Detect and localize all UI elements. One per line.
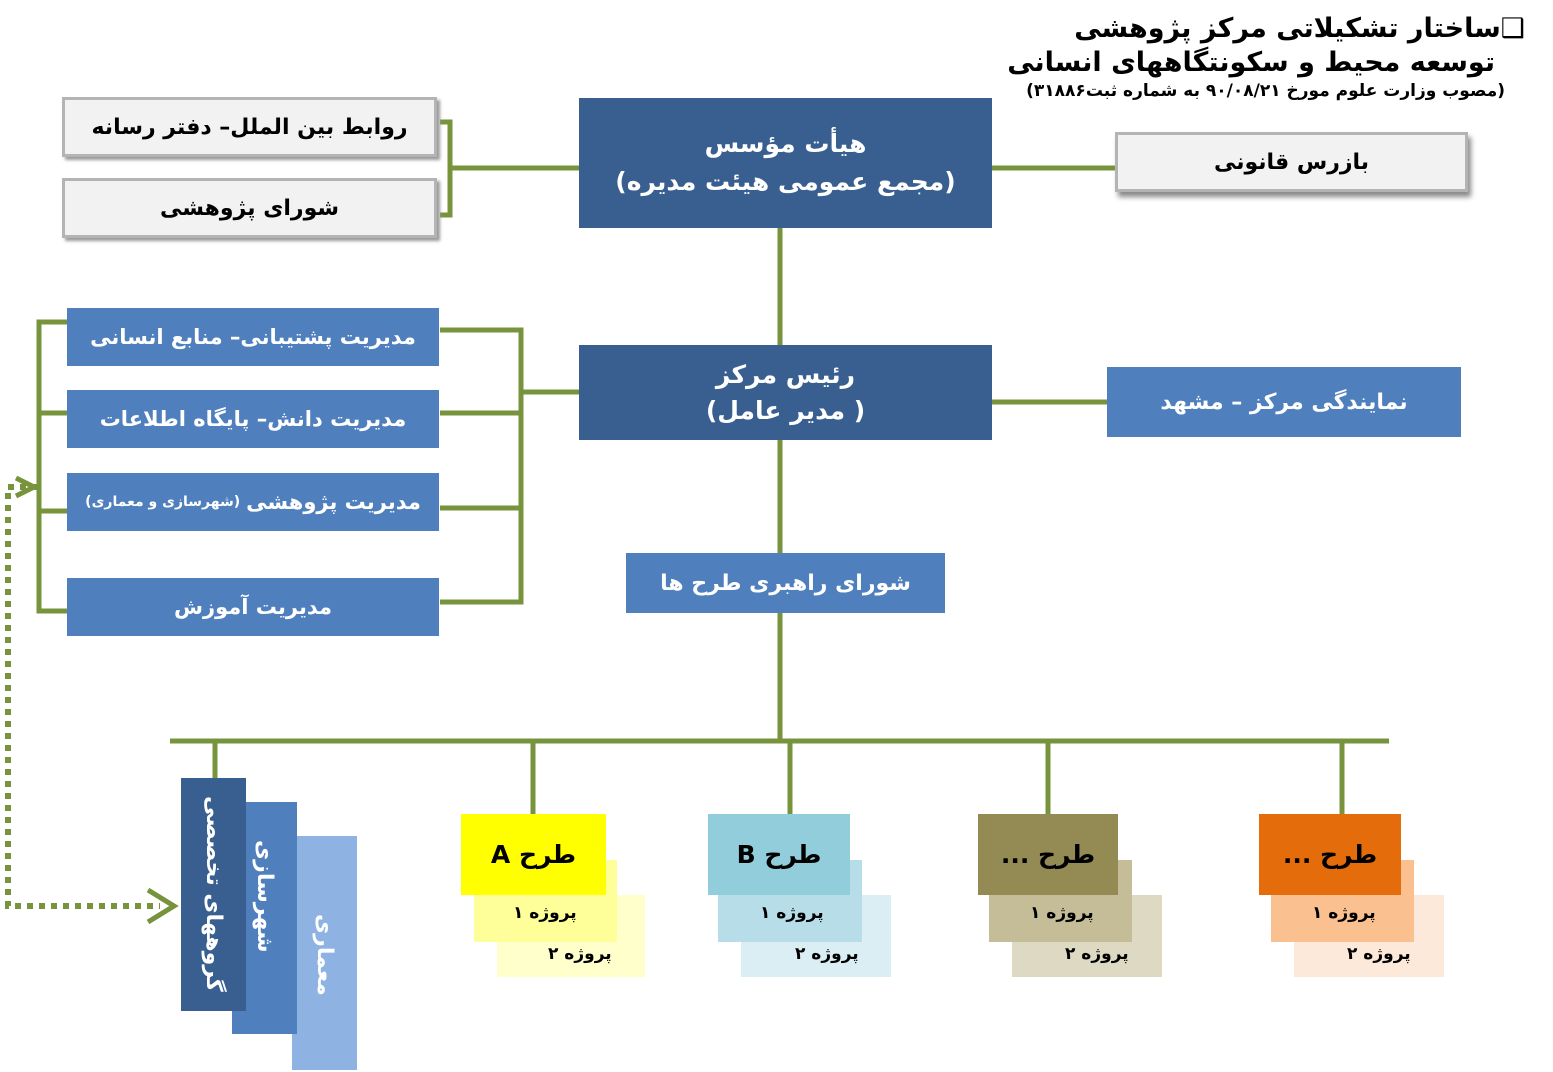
plan-a-project-2-label: پروژه ۲	[548, 944, 612, 964]
knowledge-management-box: مدیریت دانش– پایگاه اطلاعات	[67, 390, 439, 448]
steering-council-box: شورای راهبری طرح ها	[626, 553, 945, 613]
left-top-bracket	[440, 119, 453, 218]
architecture-group-label: معماری	[312, 914, 337, 996]
title-line-1: ساختار تشکیلاتی مرکز پژوهشی	[1074, 13, 1501, 44]
plan-c-label: طرح ...	[1000, 840, 1096, 869]
research-management-sub: (شهرسازی و معماری)	[85, 494, 241, 510]
support-management-box: مدیریت پشتیبانی– منابع انسانی	[67, 308, 439, 366]
education-management-box: مدیریت آموزش	[67, 578, 439, 636]
research-management-box: مدیریت پژوهشی (شهرسازی و معماری)	[67, 473, 439, 531]
plan-a-project-1-label: پروژه ۱	[513, 903, 577, 923]
arrow-head-top	[14, 475, 40, 499]
research-council-label: شورای پژوهشی	[160, 195, 339, 221]
plan-b-project-2-label: پروژه ۲	[795, 944, 859, 964]
education-management-label: مدیریت آموزش	[174, 595, 332, 619]
specialized-groups-label: گروههای تخصصی	[201, 796, 226, 992]
center-director-box: رئیس مرکز ( مدیر عامل)	[579, 345, 992, 440]
relations-media-label: روابط بین الملل– دفتر رسانه	[91, 114, 408, 140]
relations-media-box: روابط بین الملل– دفتر رسانه	[62, 97, 437, 157]
legal-inspector-box: بازرس قانونی	[1115, 132, 1468, 192]
plan-d-project-1-label: پروژه ۱	[1312, 903, 1376, 923]
title-line-2: توسعه محیط و سکونتگاههای انسانی	[1007, 47, 1495, 78]
checkbox-icon: ❑	[1500, 13, 1525, 44]
title-line-3: (مصوب وزارت علوم مورخ ۹۰/۰۸/۲۱ به شماره …	[1026, 81, 1505, 101]
steering-council-label: شورای راهبری طرح ها	[660, 570, 911, 596]
architecture-group-box: معماری	[292, 836, 357, 1070]
legal-inspector-label: بازرس قانونی	[1213, 149, 1370, 175]
research-management-label: مدیریت پژوهشی	[246, 490, 421, 514]
plan-b-box: طرح B	[708, 814, 850, 895]
mashhad-branch-label: نمایندگی مرکز – مشهد	[1160, 389, 1408, 415]
specialized-groups-box: گروههای تخصصی	[181, 778, 246, 1011]
plan-c-box: طرح ...	[978, 814, 1118, 895]
board-subtitle: (مجمع عمومی هیئت مدیره)	[615, 167, 956, 196]
plan-d-project-2-label: پروژه ۲	[1347, 944, 1411, 964]
knowledge-management-label: مدیریت دانش– پایگاه اطلاعات	[99, 407, 407, 431]
urbanism-group-label: شهرسازی	[252, 840, 277, 953]
plan-c-project-2-label: پروژه ۲	[1065, 944, 1129, 964]
diagram-title: ❑ساختار تشکیلاتی مرکز پژوهشی توسعه محیط …	[1005, 12, 1525, 102]
dotted-link	[5, 484, 160, 909]
support-management-label: مدیریت پشتیبانی– منابع انسانی	[90, 325, 416, 349]
plan-a-label: طرح A	[490, 840, 577, 869]
director-subtitle: ( مدیر عامل)	[705, 395, 866, 425]
management-left-bracket	[36, 319, 67, 614]
mashhad-branch-box: نمایندگی مرکز – مشهد	[1107, 367, 1461, 437]
founding-board-box: هیأت مؤسس (مجمع عمومی هیئت مدیره)	[579, 98, 992, 228]
plan-b-project-1-label: پروژه ۱	[760, 903, 824, 923]
plan-b-label: طرح B	[736, 840, 822, 869]
arrow-head-groups	[146, 887, 179, 925]
board-title: هیأت مؤسس	[704, 129, 867, 158]
plan-d-box: طرح ...	[1259, 814, 1401, 895]
plan-d-label: طرح ...	[1282, 840, 1378, 869]
director-title: رئیس مرکز	[715, 359, 856, 389]
management-right-bracket	[440, 327, 524, 605]
research-council-box: شورای پژوهشی	[62, 178, 437, 238]
plan-a-box: طرح A	[461, 814, 606, 895]
plan-c-project-1-label: پروژه ۱	[1030, 903, 1094, 923]
